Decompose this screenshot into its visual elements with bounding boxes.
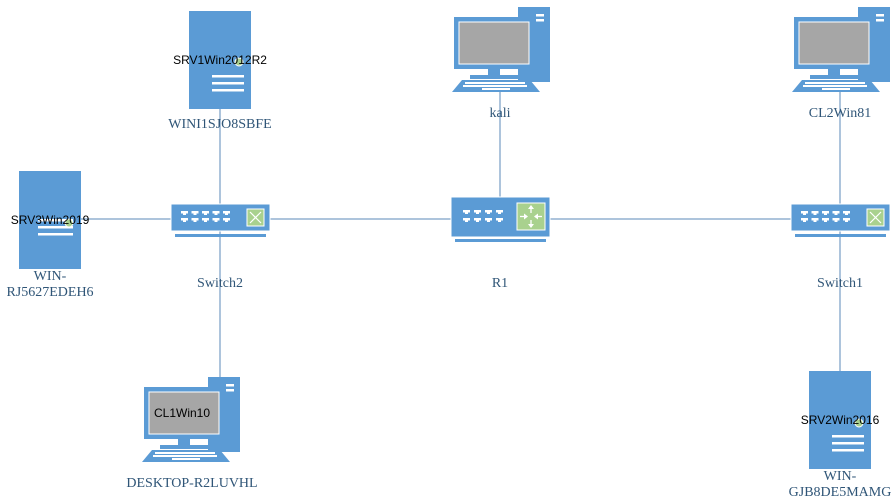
port-icon (496, 218, 503, 222)
port-icon (474, 218, 481, 222)
port-icon (496, 210, 503, 214)
port-icon (474, 210, 481, 214)
port-icon (181, 218, 188, 222)
workstation-icon (792, 7, 890, 92)
port-icon (485, 218, 492, 222)
node-srv2[interactable] (809, 371, 871, 469)
port-icon (181, 211, 188, 215)
router-icon (450, 196, 551, 242)
label-switch1: Switch1 (817, 276, 863, 291)
port-icon (485, 210, 492, 214)
status-dot-icon (64, 218, 74, 228)
label-srv1: WINI1SJO8SBFE (168, 117, 272, 132)
port-icon (811, 218, 819, 222)
port-icon (832, 218, 840, 222)
label-srv2: WIN-GJB8DE5MAMG (785, 469, 892, 501)
port-icon (202, 211, 209, 215)
links-layer (50, 60, 841, 420)
port-icon (843, 211, 850, 215)
node-switch1[interactable] (790, 203, 891, 237)
server-vent-icon (212, 75, 244, 92)
status-dot-icon (854, 418, 864, 428)
server-vent-icon (38, 219, 73, 236)
port-icon (212, 211, 220, 215)
port-icon (843, 218, 850, 222)
port-icon (191, 218, 199, 222)
switch-icon (790, 203, 891, 237)
label-srv2-text: WIN-GJB8DE5MAMG (788, 469, 892, 500)
port-icon (223, 211, 230, 215)
label-kali: kali (489, 106, 511, 121)
switch-icon (170, 203, 271, 237)
port-icon (832, 211, 840, 215)
status-dot-icon (234, 57, 244, 67)
port-icon (822, 218, 829, 222)
hostname-cl1: CL1Win10 (153, 406, 211, 420)
label-cl2: CL2Win81 (808, 106, 872, 121)
node-srv3[interactable] (19, 171, 81, 269)
port-icon (191, 211, 199, 215)
node-cl1[interactable] (142, 377, 240, 462)
port-icon (811, 211, 819, 215)
port-icon (801, 211, 808, 215)
node-r1[interactable] (450, 196, 551, 242)
hostname-srv2: SRV2Win2016 (800, 413, 880, 427)
node-switch2[interactable] (170, 203, 271, 237)
label-r1: R1 (491, 276, 509, 291)
hostname-srv1: SRV1Win2012R2 (173, 53, 267, 67)
workstation-icon (452, 7, 550, 92)
node-kali[interactable] (452, 7, 550, 92)
label-srv3-text: WIN-RJ5627EDEH6 (6, 269, 94, 300)
hostname-srv3: SRV3Win2019 (10, 213, 90, 227)
server-vent-icon (832, 435, 864, 452)
port-icon (463, 218, 470, 222)
port-icon (223, 218, 230, 222)
port-icon (202, 218, 209, 222)
node-cl2[interactable] (792, 7, 890, 92)
node-srv1[interactable] (189, 11, 251, 109)
port-icon (801, 218, 808, 222)
label-switch2: Switch2 (197, 276, 243, 291)
label-srv3: WIN-RJ5627EDEH6 (0, 269, 105, 301)
label-cl1: DESKTOP-R2LUVHL (126, 476, 258, 491)
workstation-icon (142, 377, 240, 462)
port-icon (463, 210, 470, 214)
port-icon (212, 218, 220, 222)
port-icon (822, 211, 829, 215)
